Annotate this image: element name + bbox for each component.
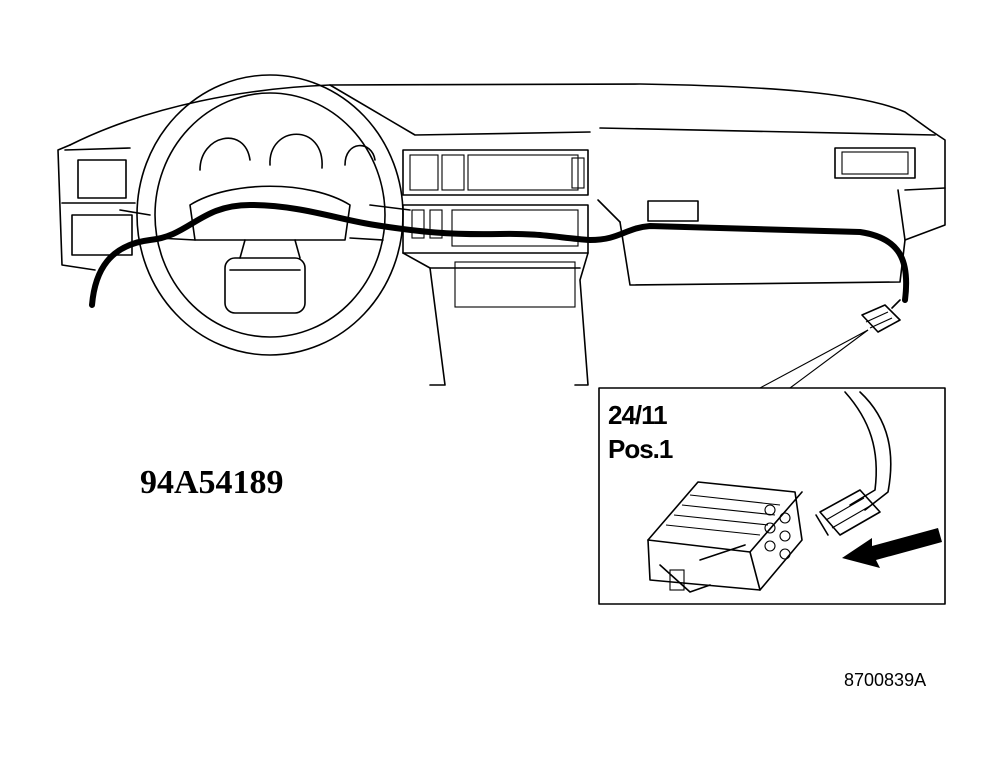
reference-code: 8700839A bbox=[844, 670, 927, 690]
center-console bbox=[402, 149, 589, 386]
dashboard-outline bbox=[57, 83, 946, 286]
inset-detail-box bbox=[598, 387, 946, 605]
steering-wheel bbox=[119, 74, 411, 356]
connector-icon bbox=[861, 299, 901, 333]
inset-label-section: 24/11 bbox=[608, 400, 668, 430]
callout-lines bbox=[759, 329, 869, 389]
direction-arrow-icon bbox=[842, 528, 942, 568]
wiring-harness bbox=[89, 202, 910, 308]
figure-code: 94A54189 bbox=[140, 464, 284, 501]
inset-label-position: Pos.1 bbox=[608, 434, 673, 464]
